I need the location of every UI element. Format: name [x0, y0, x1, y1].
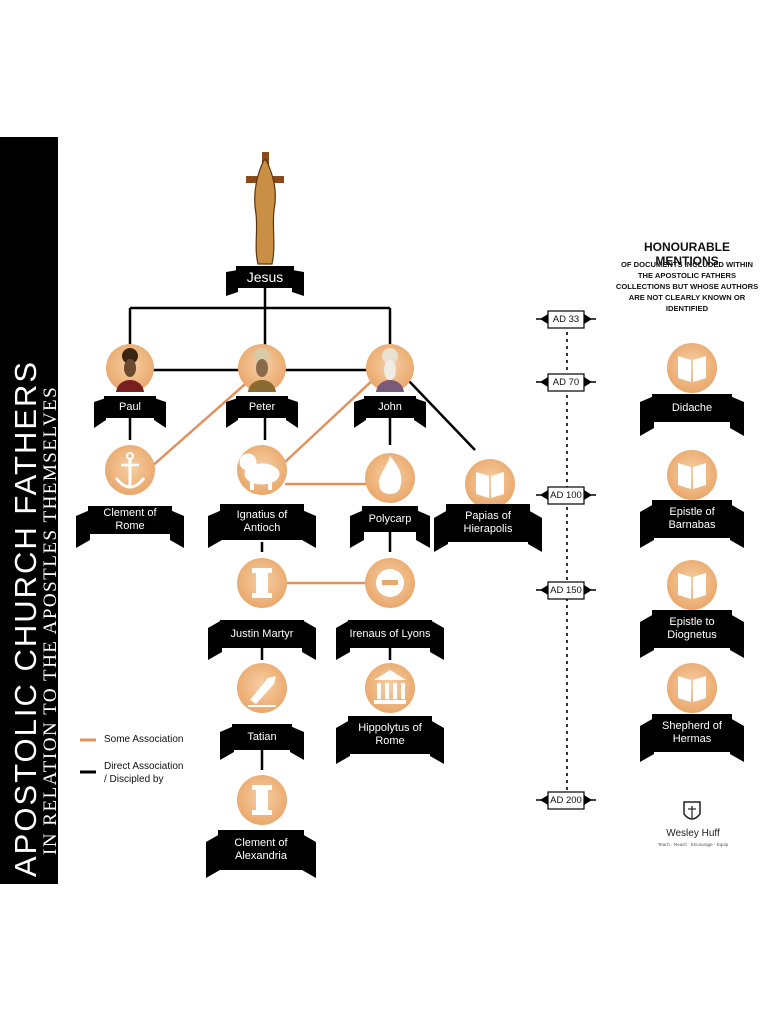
legend-direct-association: Direct Association / Discipled by — [104, 761, 184, 785]
node-clement-alex: Clement of Alexandria — [234, 837, 288, 862]
hermas-circle — [667, 663, 717, 713]
cross-icon — [246, 152, 284, 265]
node-jesus: Jesus — [246, 268, 284, 285]
node-ignatius: Ignatius of Antioch — [236, 509, 288, 534]
date-ad33: AD 33 — [552, 313, 580, 325]
no-entry-icon — [376, 569, 404, 597]
date-ad150: AD 150 — [550, 584, 582, 596]
book-icon-diognetus — [678, 573, 706, 599]
quill-icon — [248, 676, 276, 707]
column-icon-2 — [252, 785, 272, 815]
hm-didache: Didache — [671, 401, 713, 414]
hm-hermas: Shepherd of Hermas — [662, 720, 722, 745]
node-john: John — [378, 400, 402, 413]
date-ad200: AD 200 — [550, 794, 582, 806]
book-icon-barnabas — [678, 463, 706, 489]
node-tatian: Tatian — [247, 730, 277, 743]
barnabas-circle — [667, 450, 717, 500]
temple-icon — [374, 670, 406, 704]
hm-diognetus: Epistle to Diognetus — [667, 616, 717, 641]
book-icon-hermas — [678, 676, 706, 702]
peter-portrait-icon — [248, 348, 276, 392]
node-hippolytus: Hippolytus of Rome — [358, 722, 422, 747]
didache-circle — [667, 343, 717, 393]
brand-tagline: Teach · Reach · Encourage · Equip — [657, 842, 729, 847]
legend-some-association: Some Association — [104, 734, 184, 745]
node-irenaeus: Irenaus of Lyons — [349, 627, 431, 640]
node-peter: Peter — [248, 400, 276, 413]
date-ad70: AD 70 — [552, 376, 580, 388]
lion-icon — [239, 453, 280, 490]
book-icon — [476, 472, 504, 498]
node-papias: Papias of Hierapolis — [463, 510, 513, 535]
paul-portrait-icon — [116, 348, 144, 392]
node-justin: Justin Martyr — [230, 627, 294, 640]
flame-icon — [379, 456, 402, 494]
book-icon-didache — [678, 356, 706, 382]
anchor-icon — [114, 452, 146, 489]
title-sidebar: APOSTOLIC CHURCH FATHERS IN RELATION TO … — [0, 137, 61, 884]
papias-circle — [465, 459, 515, 509]
honourable-mentions-subtitle: OF DOCUMENTS INCLUDED WITHIN THE APOSTOL… — [615, 260, 759, 313]
hm-barnabas: Epistle of Barnabas — [668, 506, 716, 531]
column-icon — [252, 568, 272, 598]
john-portrait-icon — [376, 348, 404, 392]
ribbon-banners — [76, 266, 744, 878]
honourable-mentions-title: HONOURABLE MENTIONS — [644, 240, 730, 268]
node-clement-rome: Clement of Rome — [103, 507, 157, 532]
brand-name: Wesley Huff — [666, 828, 720, 839]
timeline — [536, 310, 596, 810]
node-polycarp: Polycarp — [368, 512, 412, 525]
diognetus-circle — [667, 560, 717, 610]
shield-icon — [683, 801, 701, 820]
date-ad100: AD 100 — [550, 489, 582, 501]
node-paul: Paul — [118, 400, 142, 413]
association-lines — [149, 377, 376, 585]
